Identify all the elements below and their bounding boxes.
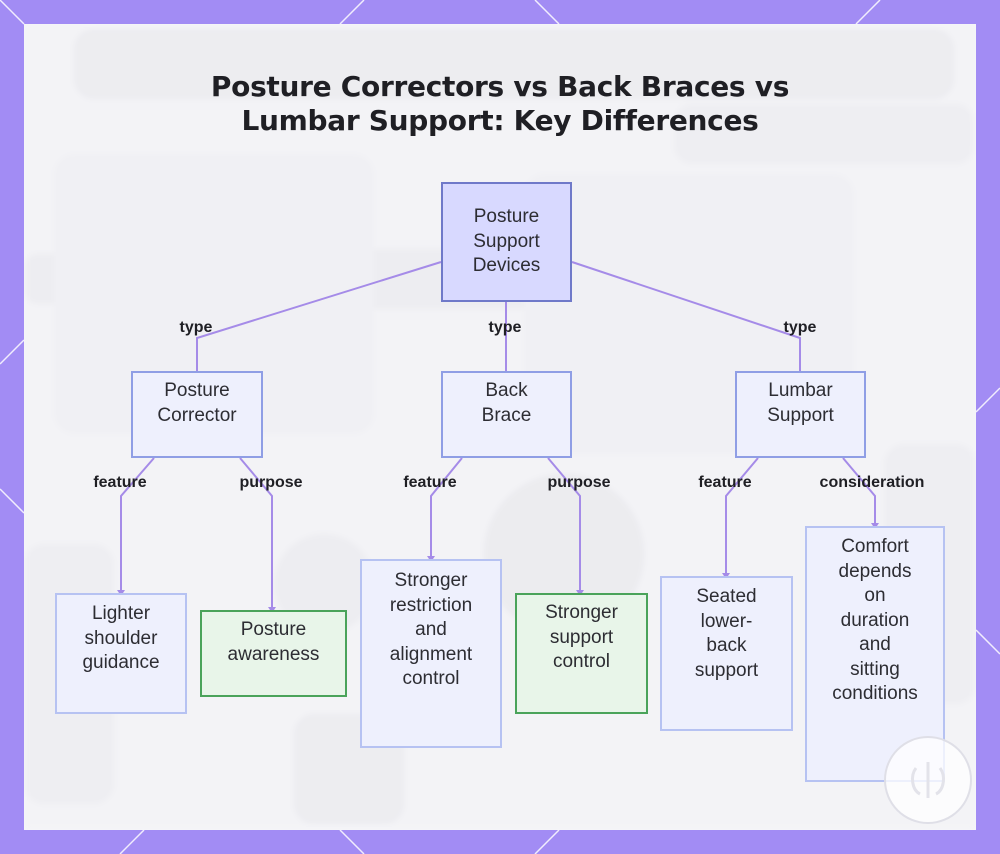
edge-label-type-mid: type bbox=[488, 319, 522, 336]
edge-label-lumbar-feature: feature bbox=[698, 474, 752, 491]
node-line: Lighter bbox=[91, 603, 151, 624]
node-line: support bbox=[694, 659, 759, 681]
node-stronger-restriction: Stronger restriction and alignment contr… bbox=[360, 559, 502, 748]
node-line: Comfort bbox=[841, 536, 909, 557]
node-line: Support bbox=[767, 404, 834, 426]
edge-brace-purpose bbox=[547, 457, 581, 593]
node-line: on bbox=[864, 585, 886, 606]
node-line: Seated bbox=[696, 586, 757, 607]
node-line: and bbox=[859, 634, 891, 655]
node-line: Corrector bbox=[157, 404, 237, 426]
edge-label-lumbar-consideration: consideration bbox=[819, 474, 925, 491]
diagram-title-line-2: Lumbar Support: Key Differences bbox=[241, 104, 759, 137]
node-line: Stronger bbox=[545, 602, 618, 623]
node-seated-lower-back-support: Seated lower- back support bbox=[660, 576, 793, 731]
node-line: back bbox=[706, 635, 747, 656]
node-line: Posture bbox=[240, 619, 307, 640]
node-line: control bbox=[402, 668, 460, 689]
node-line: duration bbox=[840, 609, 910, 631]
edge-lumbar-feature bbox=[725, 457, 759, 576]
edge-label-type-right: type bbox=[783, 319, 817, 336]
edge-root-lumbar bbox=[571, 261, 801, 371]
node-line: control bbox=[552, 651, 611, 672]
node-posture-support-devices: Posture Support Devices bbox=[441, 182, 572, 302]
node-posture-awareness: Posture awareness bbox=[200, 610, 347, 697]
node-line: Stronger bbox=[394, 570, 468, 591]
node-line: shoulder bbox=[84, 627, 158, 649]
node-line: support bbox=[549, 626, 614, 648]
edge-lumbar-consideration bbox=[842, 457, 876, 526]
edge-label-brace-feature: feature bbox=[403, 474, 457, 491]
node-line: awareness bbox=[227, 643, 320, 665]
node-line: Back bbox=[485, 380, 528, 401]
node-back-brace: Back Brace bbox=[441, 371, 572, 458]
edge-root-corrector bbox=[196, 261, 442, 371]
node-line: Devices bbox=[472, 255, 541, 277]
edge-label-brace-purpose: purpose bbox=[547, 474, 611, 491]
edge-label-corrector-feature: feature bbox=[93, 474, 147, 491]
edge-corrector-purpose bbox=[239, 457, 273, 610]
node-line: Posture bbox=[164, 380, 230, 401]
node-line: Lumbar bbox=[768, 380, 833, 401]
node-posture-corrector: Posture Corrector bbox=[131, 371, 263, 458]
edge-brace-feature bbox=[430, 457, 463, 559]
node-stronger-support-control: Stronger support control bbox=[515, 593, 648, 714]
node-line: Support bbox=[473, 230, 540, 252]
node-line: restriction bbox=[389, 594, 473, 616]
node-line: alignment bbox=[389, 643, 473, 665]
node-line: sitting bbox=[850, 658, 900, 680]
node-line: lower- bbox=[700, 610, 753, 632]
edge-corrector-feature bbox=[120, 457, 155, 593]
brand-logo-icon bbox=[884, 736, 972, 824]
node-line: and bbox=[415, 619, 447, 640]
node-line: guidance bbox=[82, 652, 160, 673]
node-lighter-shoulder-guidance: Lighter shoulder guidance bbox=[55, 593, 187, 714]
edge-label-type-left: type bbox=[179, 319, 213, 336]
diagram-title-line-1: Posture Correctors vs Back Braces vs bbox=[210, 70, 790, 103]
edge-label-corrector-purpose: purpose bbox=[239, 474, 303, 491]
node-line: Brace bbox=[481, 404, 532, 426]
node-line: conditions bbox=[832, 683, 918, 704]
node-line: depends bbox=[838, 560, 912, 582]
node-line: Posture bbox=[473, 206, 540, 228]
node-lumbar-support: Lumbar Support bbox=[735, 371, 866, 458]
